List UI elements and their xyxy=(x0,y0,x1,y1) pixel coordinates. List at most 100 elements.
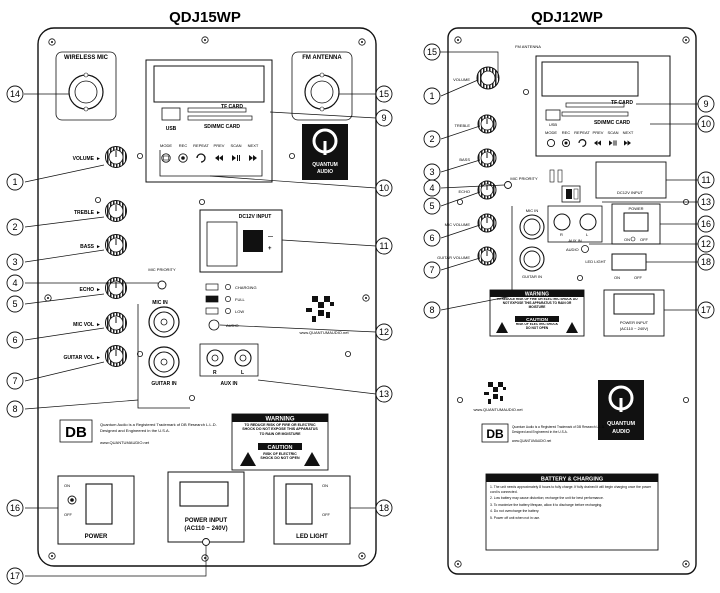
battery-low-icon xyxy=(205,307,219,315)
caution-title: CAUTION xyxy=(267,445,292,451)
power-input-socket-r[interactable] xyxy=(613,293,655,315)
left-leader-lines xyxy=(24,93,377,577)
mic-priority-label: MIC PRIORITY xyxy=(148,267,176,272)
guitar-vol-knob[interactable] xyxy=(105,345,127,367)
quantum-audio-logo-r: QUANTUM AUDIO xyxy=(598,380,644,440)
callout-number: 18 xyxy=(701,257,711,267)
guitar-in-jack-r[interactable] xyxy=(519,246,545,272)
battery-line: 2. Low battery may cause distortion; rec… xyxy=(490,496,604,501)
quantum-audio-logo: QUANTUM AUDIO xyxy=(302,124,348,180)
mic-in-jack[interactable] xyxy=(148,306,180,338)
power-on-label-r: ON xyxy=(624,237,630,242)
callout-number: 9 xyxy=(703,99,708,109)
repeat-button[interactable] xyxy=(196,153,206,163)
aux-l-jack-r[interactable] xyxy=(579,213,597,231)
caution-text: RISK OF ELECTRIC SHOCK DO NOT OPEN xyxy=(260,452,300,461)
power-on-label: ON xyxy=(64,483,70,488)
play-pause-button[interactable] xyxy=(232,155,240,161)
mic-priority-button-r[interactable] xyxy=(504,181,512,189)
power-switch-r[interactable] xyxy=(623,212,649,232)
battery-full-icon xyxy=(205,295,219,303)
db-text-2: Designed and Engineered in the U.S.A. xyxy=(100,428,170,433)
right-leader-lines xyxy=(440,51,698,311)
warning-label-block: WARNING TO REDUCE RISK OF FIRE OR ELECTR… xyxy=(231,413,329,471)
battery-line: 1. The unit needs approximately 8 hours … xyxy=(490,485,652,494)
screw-icon xyxy=(358,552,366,560)
charging-led-icon xyxy=(225,284,231,290)
aux-in-label-r: AUX IN xyxy=(568,238,581,243)
aux-r-jack[interactable] xyxy=(206,349,224,367)
mount-hole-icon xyxy=(523,89,529,95)
volume-knob[interactable] xyxy=(105,146,127,168)
mount-hole-icon xyxy=(288,152,296,160)
aux-l-jack[interactable] xyxy=(234,349,252,367)
usb-port-r[interactable] xyxy=(545,109,561,121)
minus-icon: — xyxy=(268,234,273,240)
echo-knob-r[interactable] xyxy=(477,180,497,200)
mount-hole-icon xyxy=(198,198,206,206)
db-logo-r: DB xyxy=(486,427,504,441)
low-led-icon xyxy=(225,308,231,314)
mode-button[interactable] xyxy=(161,153,171,163)
callout-number: 5 xyxy=(12,299,17,309)
mic-in-jack-r[interactable] xyxy=(519,214,545,240)
left-panel: WIRELESS MIC FM ANTENNA USB TF CARD SD/M… xyxy=(6,27,393,585)
bass-knob-r[interactable] xyxy=(477,148,497,168)
prev-button[interactable] xyxy=(215,155,223,161)
mic-vol-knob[interactable] xyxy=(105,312,127,334)
mount-hole-icon xyxy=(683,396,689,404)
player-btn-label-r: MODE xyxy=(545,130,557,135)
mic-priority-button[interactable] xyxy=(157,280,167,290)
mic-volume-knob-r[interactable] xyxy=(477,213,497,233)
arrow-right-icon: ► xyxy=(96,287,101,293)
mode-button-r[interactable] xyxy=(546,138,556,148)
dc-input-module-r: DC12V INPUT xyxy=(549,161,667,203)
play-pause-button-r[interactable] xyxy=(609,140,617,146)
fm-antenna-jack-r[interactable]: FM ANTENNA xyxy=(476,44,541,90)
right-title: QDJ12WP xyxy=(531,9,603,26)
power-input-socket[interactable] xyxy=(179,481,229,507)
echo-label: ECHO xyxy=(80,287,95,293)
volume-label-r: VOLUME xyxy=(453,77,470,82)
sd-card-slot[interactable] xyxy=(187,115,253,121)
callout-number: 2 xyxy=(429,134,434,144)
led-light-switch[interactable] xyxy=(285,483,313,525)
aux-r-jack-r[interactable] xyxy=(553,213,571,231)
dc-input-module: DC12V INPUT — + xyxy=(199,209,283,273)
led-light-switch-r[interactable] xyxy=(611,253,647,271)
callout-number: 4 xyxy=(429,183,434,193)
warning-triangle-icon xyxy=(496,322,508,333)
sd-card-slot-r[interactable] xyxy=(561,111,629,117)
next-button[interactable] xyxy=(249,155,257,161)
treble-knob[interactable] xyxy=(105,200,127,222)
power-switch[interactable] xyxy=(85,483,113,525)
callout-number: 7 xyxy=(429,265,434,275)
prev-button-r[interactable] xyxy=(594,140,601,146)
power-switch-module: ON OFF POWER xyxy=(57,475,135,545)
guitar-volume-knob-r[interactable] xyxy=(477,246,497,266)
treble-knob-r[interactable] xyxy=(477,114,497,134)
warning-title-r: WARNING xyxy=(525,292,549,298)
dc-input-socket[interactable] xyxy=(243,230,263,252)
tf-card-slot[interactable] xyxy=(187,107,247,113)
db-text-2-r: Designed and Engineered in the U.S.A. xyxy=(512,430,568,434)
usb-port[interactable] xyxy=(161,107,181,121)
led-off-label-r: OFF xyxy=(634,275,643,280)
treble-label: TREBLE xyxy=(74,210,95,216)
rec-button[interactable] xyxy=(178,153,188,163)
fm-antenna-jack[interactable]: FM ANTENNA xyxy=(291,51,353,121)
next-button-r[interactable] xyxy=(624,140,631,146)
player-btn-label-r: REPEAT xyxy=(574,130,590,135)
tf-card-slot-r[interactable] xyxy=(565,102,625,108)
guitar-in-jack[interactable] xyxy=(148,346,180,378)
screw-icon xyxy=(362,294,370,302)
echo-knob[interactable] xyxy=(105,277,127,299)
rec-button-r[interactable] xyxy=(561,138,571,148)
repeat-button-r[interactable] xyxy=(578,139,587,147)
wireless-mic-jack[interactable]: WIRELESS MIC xyxy=(55,51,117,121)
player-btn-label: MODE xyxy=(160,143,172,148)
mount-hole-icon xyxy=(136,152,144,160)
bass-knob[interactable] xyxy=(105,234,127,256)
callout-number: 17 xyxy=(10,571,20,581)
fm-antenna-label: FM ANTENNA xyxy=(302,55,342,61)
